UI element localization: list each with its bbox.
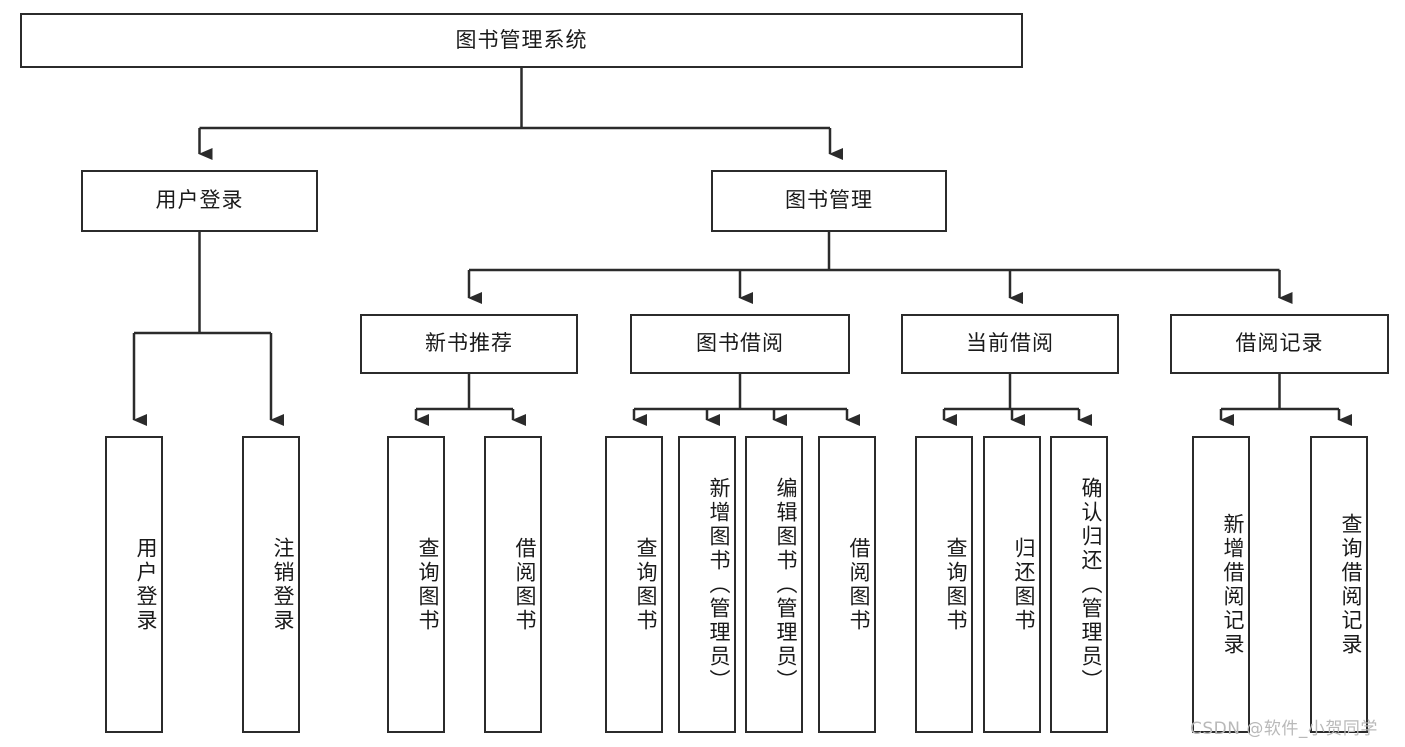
leaf-borrow-books-label: 借阅图书 [847, 536, 871, 633]
leaf-user-login[interactable]: 用户登录 [105, 436, 163, 733]
leaf-search-borrow-record[interactable]: 查询借阅记录 [1310, 436, 1368, 733]
leaf-add-book-admin-label: 新增图书（管理员） [707, 476, 731, 693]
csdn-watermark: CSDN @软件_小贺同学 [1190, 719, 1378, 739]
leaf-search-books-current-label: 查询图书 [944, 536, 968, 633]
leaf-return-books-label: 归还图书 [1012, 536, 1036, 633]
leaf-search-books-new-label: 查询图书 [416, 536, 440, 633]
node-current-borrow[interactable]: 当前借阅 [901, 314, 1119, 374]
leaf-add-borrow-record-label: 新增借阅记录 [1221, 512, 1245, 657]
leaf-search-books-borrow-label: 查询图书 [634, 536, 658, 633]
node-root[interactable]: 图书管理系统 [20, 13, 1023, 68]
leaf-edit-book-admin-label: 编辑图书（管理员） [774, 476, 798, 693]
leaf-search-books-current[interactable]: 查询图书 [915, 436, 973, 733]
leaf-add-book-admin[interactable]: 新增图书（管理员） [678, 436, 736, 733]
node-borrow-records[interactable]: 借阅记录 [1170, 314, 1389, 374]
leaf-borrow-books[interactable]: 借阅图书 [818, 436, 876, 733]
node-current-borrow-label: 当前借阅 [966, 331, 1054, 356]
node-book-management[interactable]: 图书管理 [711, 170, 947, 232]
leaf-logout[interactable]: 注销登录 [242, 436, 300, 733]
leaf-search-borrow-record-label: 查询借阅记录 [1339, 512, 1363, 657]
leaf-edit-book-admin[interactable]: 编辑图书（管理员） [745, 436, 803, 733]
leaf-return-books[interactable]: 归还图书 [983, 436, 1041, 733]
node-root-label: 图书管理系统 [455, 27, 588, 52]
leaf-user-login-label: 用户登录 [134, 536, 158, 633]
node-book-borrow-label: 图书借阅 [696, 331, 784, 356]
leaf-search-books-new[interactable]: 查询图书 [387, 436, 445, 733]
leaf-add-borrow-record[interactable]: 新增借阅记录 [1192, 436, 1250, 733]
leaf-borrow-books-new[interactable]: 借阅图书 [484, 436, 542, 733]
node-user-login-label: 用户登录 [155, 188, 244, 213]
leaf-borrow-books-new-label: 借阅图书 [513, 536, 537, 633]
node-book-management-label: 图书管理 [785, 188, 873, 213]
node-new-book-recommend[interactable]: 新书推荐 [360, 314, 578, 374]
leaf-search-books-borrow[interactable]: 查询图书 [605, 436, 663, 733]
leaf-logout-label: 注销登录 [271, 536, 295, 633]
node-user-login[interactable]: 用户登录 [81, 170, 318, 232]
node-new-book-recommend-label: 新书推荐 [425, 331, 513, 356]
node-book-borrow[interactable]: 图书借阅 [630, 314, 850, 374]
leaf-confirm-return-admin-label: 确认归还（管理员） [1079, 476, 1103, 693]
leaf-confirm-return-admin[interactable]: 确认归还（管理员） [1050, 436, 1108, 733]
node-borrow-records-label: 借阅记录 [1235, 331, 1324, 356]
